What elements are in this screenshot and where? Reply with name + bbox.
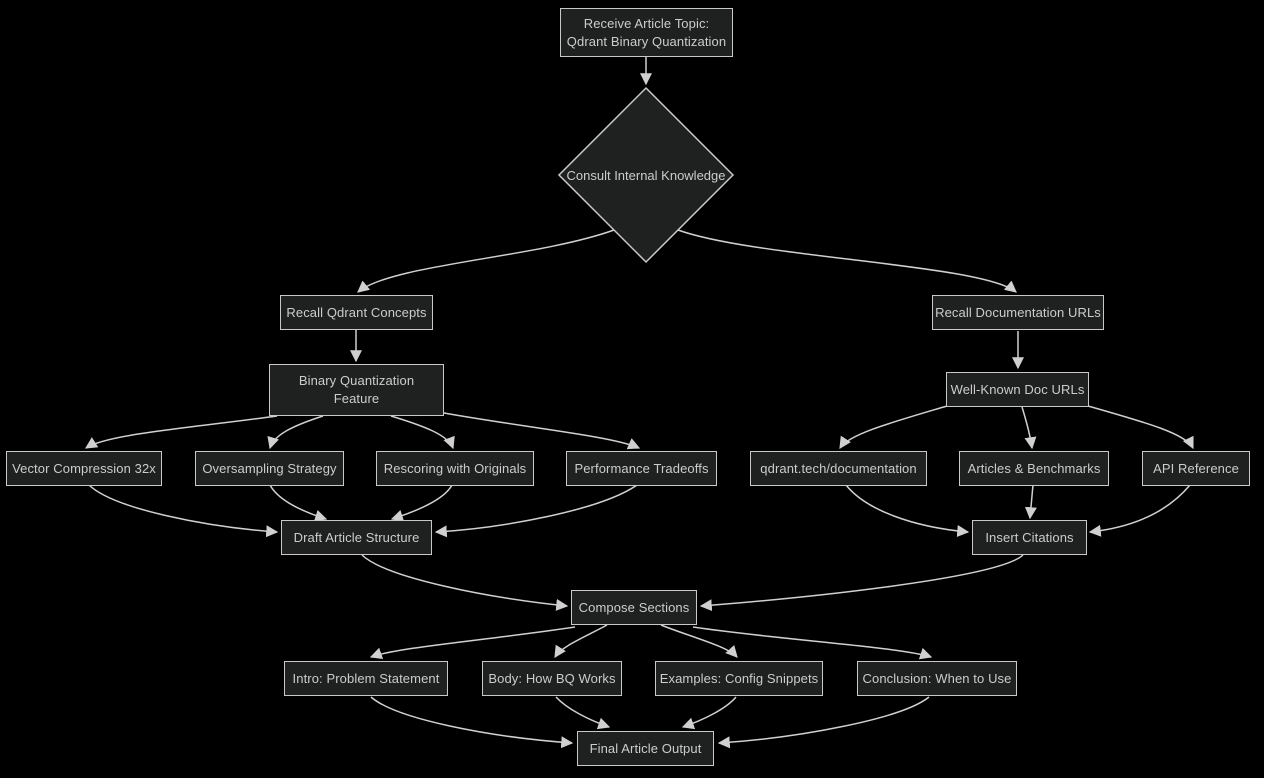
edge-compose-body: [554, 624, 608, 659]
edge-citations-compose: [699, 554, 1024, 612]
edge-bq-oversampling: [267, 415, 324, 450]
node-qdrant-tech-documentation: qdrant.tech/documentation: [750, 451, 927, 486]
node-receive-article-topic: Receive Article Topic: Qdrant Binary Qua…: [560, 8, 733, 57]
node-label: Consult Internal Knowledge: [566, 167, 726, 183]
node-label: Examples: Config Snippets: [659, 670, 819, 686]
edge-compose-intro: [369, 626, 576, 660]
node-label: Well-Known Doc URLs: [950, 381, 1085, 397]
node-intro-problem-statement: Intro: Problem Statement: [284, 661, 448, 696]
node-label: API Reference: [1153, 460, 1239, 476]
node-label: qdrant.tech/documentation: [760, 460, 917, 476]
node-insert-citations: Insert Citations: [972, 520, 1087, 555]
edge-docurls-qdrantdocs: [839, 405, 948, 450]
node-label: Final Article Output: [589, 740, 702, 756]
edge-draft-compose: [361, 554, 569, 611]
node-label: Oversampling Strategy: [202, 460, 337, 476]
edge-consult-recall-concepts: [357, 229, 615, 293]
edge-compose-examples: [660, 624, 738, 658]
node-label: Conclusion: When to Use: [862, 670, 1012, 686]
edge-body-final: [555, 696, 611, 730]
node-label: Receive Article Topic:: [583, 15, 710, 31]
node-recall-qdrant-concepts: Recall Qdrant Concepts: [280, 295, 433, 330]
node-draft-article-structure: Draft Article Structure: [281, 520, 432, 555]
node-label: Compose Sections: [578, 599, 690, 615]
edge-conclusion-final: [717, 696, 930, 749]
node-consult-internal-knowledge: Consult Internal Knowledge: [560, 160, 732, 190]
edge-compose-conclusion: [692, 626, 933, 660]
node-conclusion-when-to-use: Conclusion: When to Use: [857, 661, 1017, 696]
edge-bq-perf: [443, 412, 641, 450]
node-vector-compression-32x: Vector Compression 32x: [6, 451, 162, 486]
edge-bq-rescoring: [390, 415, 455, 450]
edge-docurls-articles: [1021, 406, 1037, 450]
edge-vector-draft: [88, 484, 279, 538]
node-well-known-doc-urls: Well-Known Doc URLs: [946, 372, 1089, 407]
edge-consult-recall-urls: [677, 229, 1017, 293]
node-label: Insert Citations: [985, 529, 1074, 545]
edge-apiref-citations: [1088, 484, 1191, 537]
node-label: Vector Compression 32x: [12, 460, 156, 476]
edge-qdrantdocs-citations: [845, 484, 970, 537]
node-label: Rescoring with Originals: [383, 460, 527, 476]
node-rescoring-with-originals: Rescoring with Originals: [376, 451, 534, 486]
node-label: Recall Documentation URLs: [935, 304, 1101, 320]
node-label: Feature: [333, 391, 380, 406]
edge-intro-final: [370, 696, 574, 749]
node-label: Articles & Benchmarks: [967, 460, 1101, 476]
edge-rescoring-draft: [390, 484, 453, 522]
node-label: Recall Qdrant Concepts: [286, 304, 427, 320]
node-label: Qdrant Binary Quantization: [566, 33, 727, 49]
node-compose-sections: Compose Sections: [571, 590, 697, 625]
node-label: Binary Quantization: [298, 373, 415, 389]
node-final-article-output: Final Article Output: [577, 731, 714, 766]
edge-oversampling-draft: [269, 484, 328, 522]
node-binary-quantization-feature: Binary Quantization Feature: [269, 364, 444, 416]
node-examples-config-snippets: Examples: Config Snippets: [655, 661, 823, 696]
node-api-reference: API Reference: [1142, 451, 1250, 486]
node-oversampling-strategy: Oversampling Strategy: [195, 451, 344, 486]
node-recall-documentation-urls: Recall Documentation URLs: [932, 295, 1104, 330]
edge-articles-citations: [1024, 484, 1037, 520]
node-label: Performance Tradeoffs: [574, 460, 709, 476]
node-label: Body: How BQ Works: [488, 670, 616, 686]
node-body-how-bq-works: Body: How BQ Works: [482, 661, 622, 696]
node-label: Draft Article Structure: [293, 529, 420, 545]
edge-perf-draft: [434, 484, 638, 538]
node-articles-and-benchmarks: Articles & Benchmarks: [959, 451, 1109, 486]
node-label: Intro: Problem Statement: [292, 670, 440, 686]
edge-bq-vector: [84, 415, 278, 449]
edge-docurls-apiref: [1087, 405, 1194, 450]
node-performance-tradeoffs: Performance Tradeoffs: [566, 451, 717, 486]
edge-examples-final: [681, 696, 737, 730]
